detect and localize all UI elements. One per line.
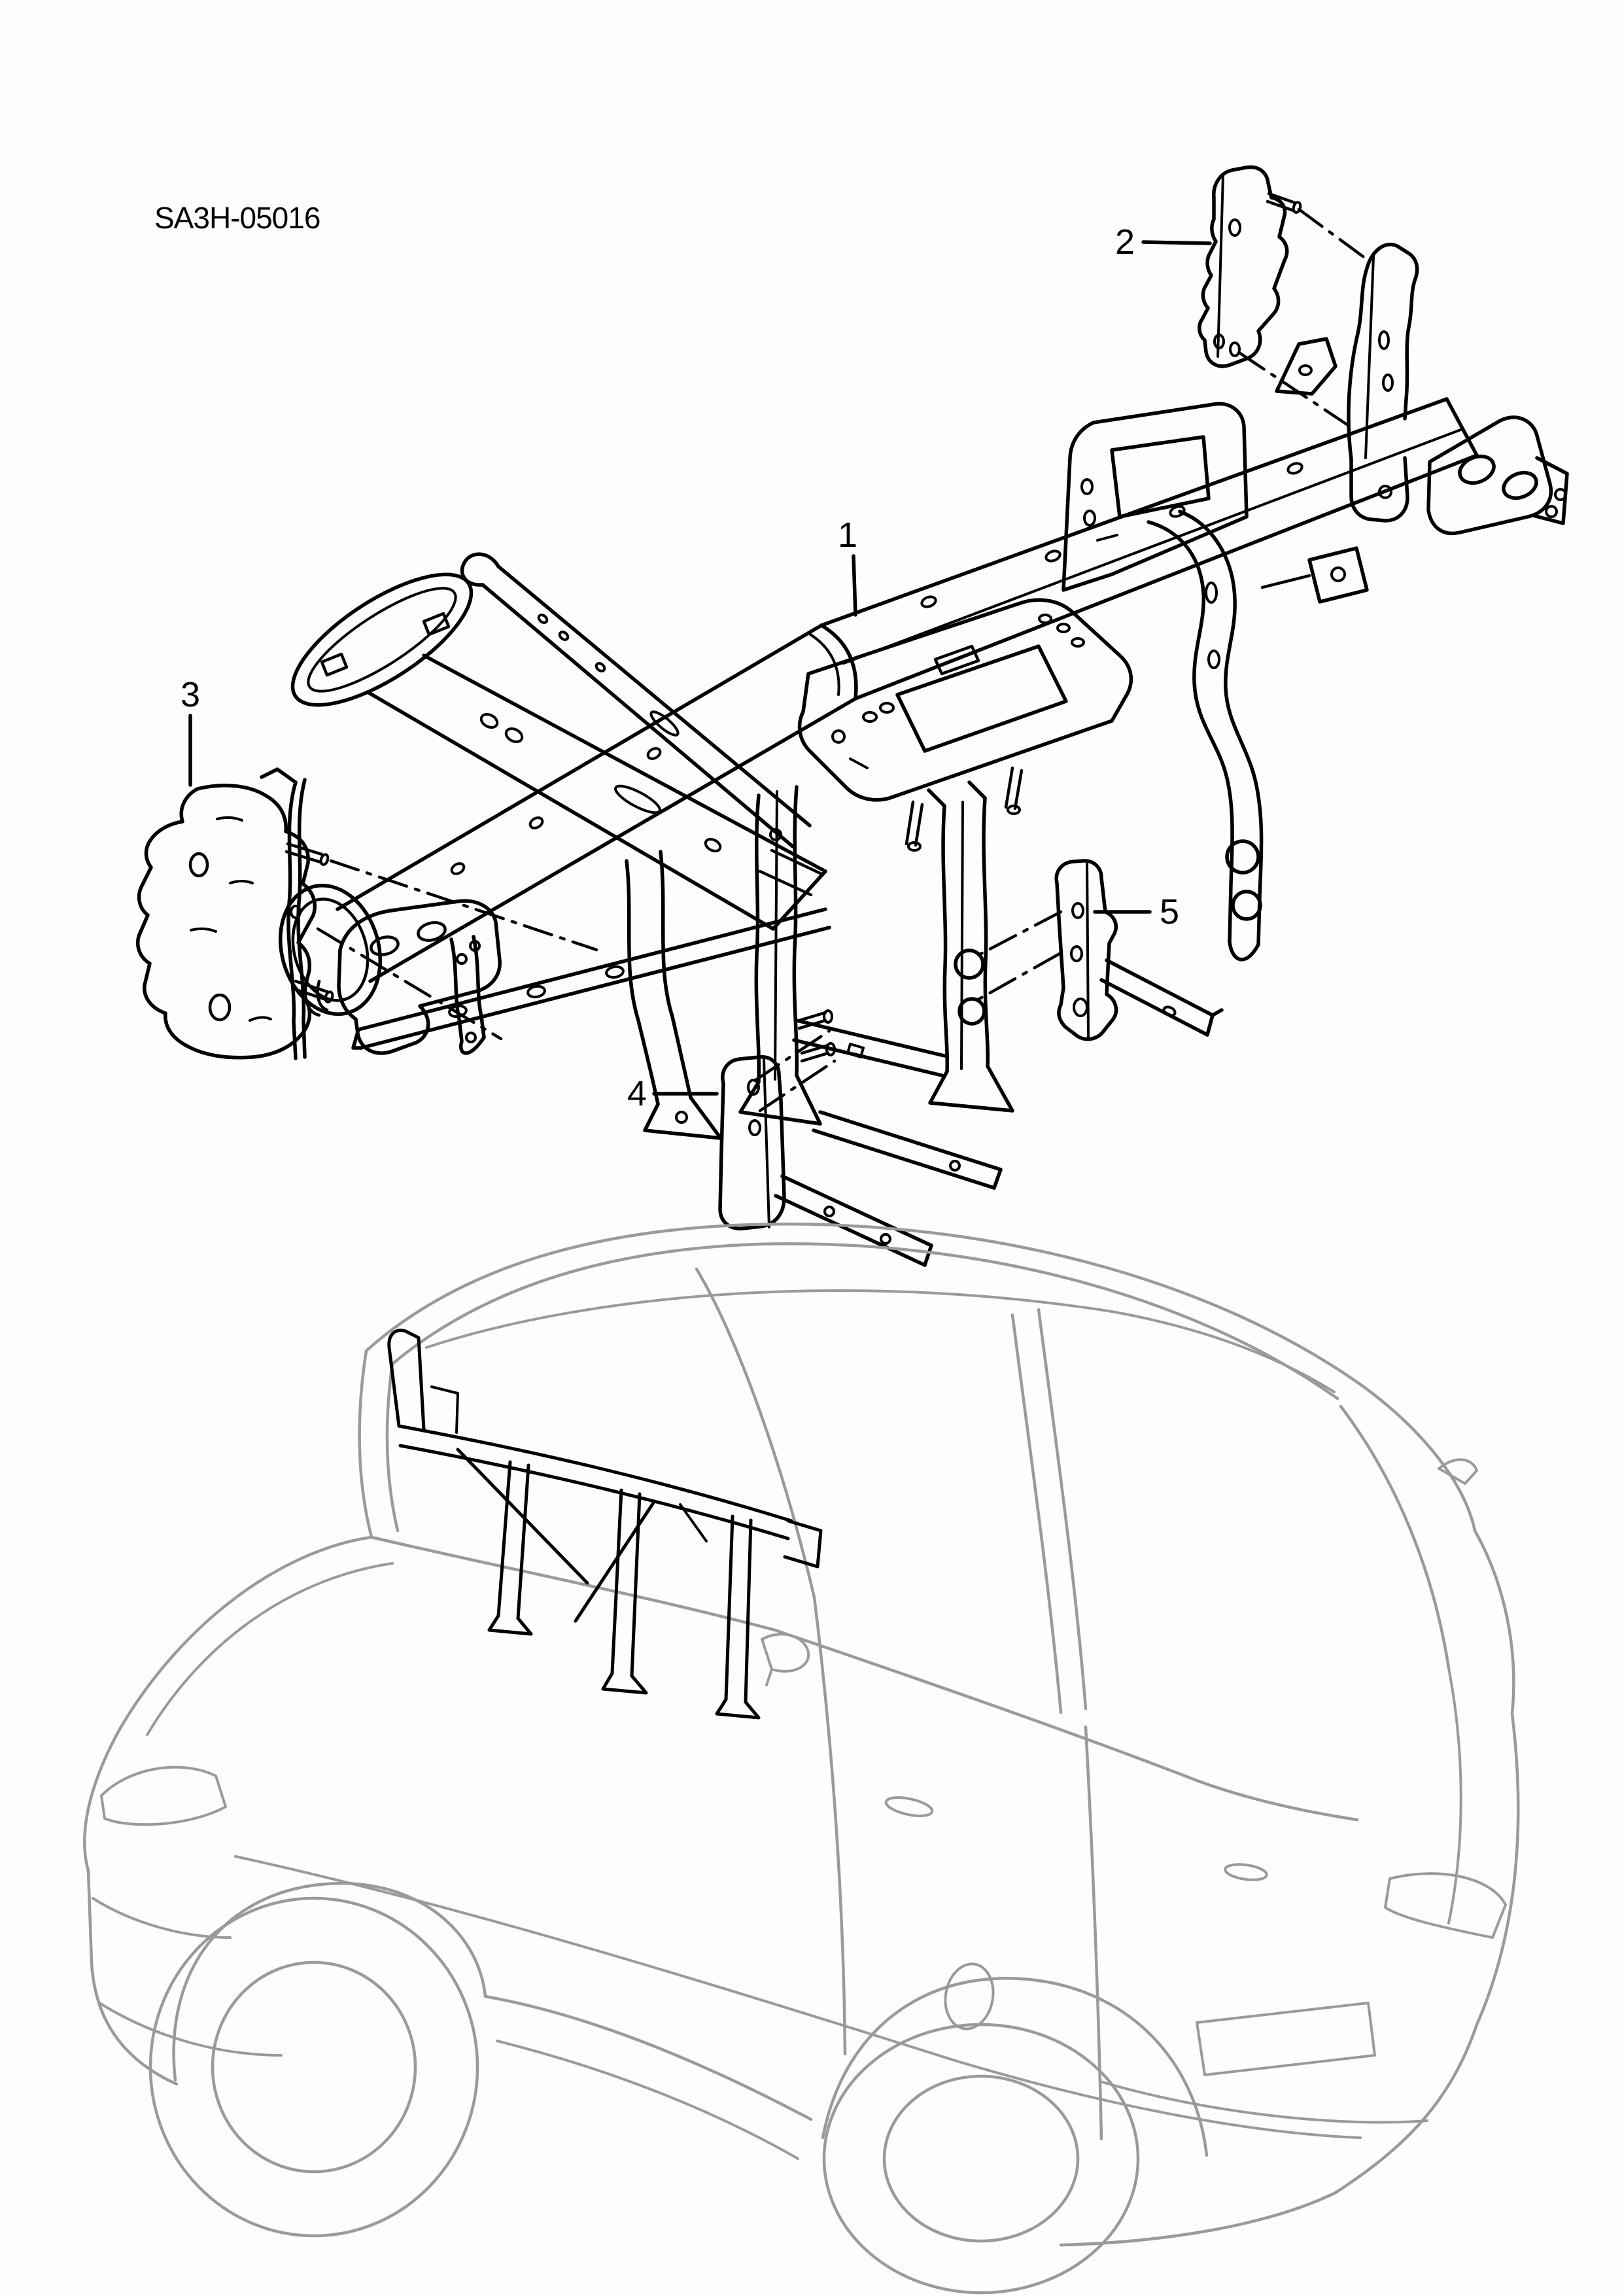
upper-center-panel — [1061, 402, 1249, 592]
part-5-bracket — [1054, 859, 1224, 1041]
right-support-bracket — [1147, 510, 1369, 962]
callout-labels: 1 2 3 4 5 — [181, 222, 1179, 1113]
vehicle-outline — [83, 1223, 1520, 2295]
crossbar-beam — [336, 397, 1479, 983]
center-mount-plate — [797, 598, 1133, 852]
callout-2-label: 2 — [1115, 222, 1135, 262]
lower-legs-and-rails — [351, 780, 1014, 1190]
callout-5-label: 5 — [1160, 892, 1179, 931]
crossbar-assembly-diagram: 1 2 3 4 5 — [135, 165, 1569, 1267]
beam-right-end-brackets — [1275, 243, 1569, 536]
assembly-guide-lines — [316, 207, 1370, 1113]
part-2-bracket — [1198, 165, 1302, 368]
diagram-code: SA3H-05016 — [154, 201, 320, 235]
installed-crossbar — [387, 1329, 823, 1720]
callout-4-label: 4 — [627, 1074, 647, 1113]
cowl-braces — [290, 552, 827, 931]
callout-leader-lines — [188, 240, 1212, 1096]
callout-3-label: 3 — [181, 675, 200, 714]
vehicle-illustration — [83, 1223, 1520, 2295]
callout-1-label: 1 — [838, 515, 857, 555]
part-3-bracket — [135, 784, 334, 1060]
